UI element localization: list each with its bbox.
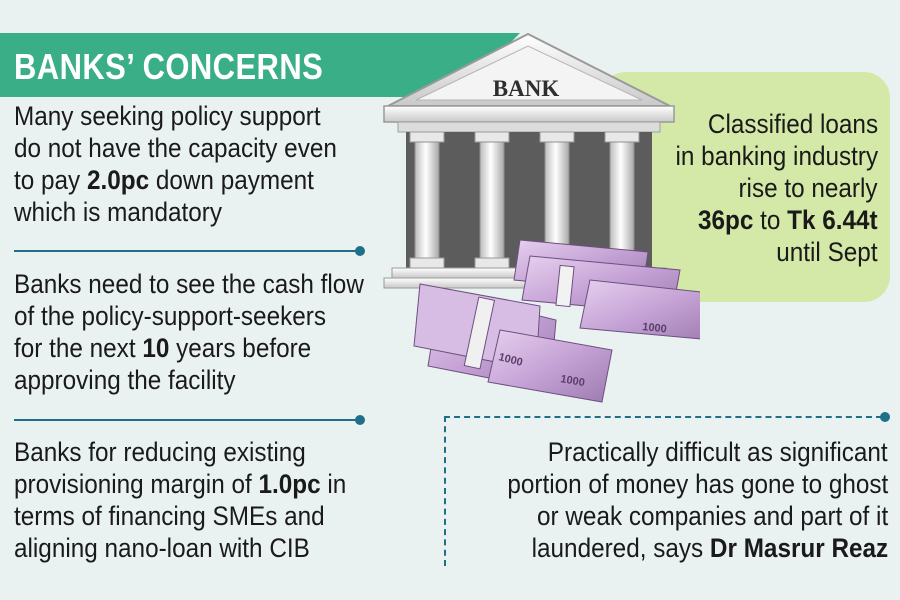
quote-divider [444,416,882,418]
quote-line-1: Practically difficult as significant [548,437,888,467]
concern-3-line-3: terms of financing SMEs and [14,501,325,531]
stat-line-4: 36pc to Tk 6.44t [698,205,878,235]
bank-illustration: 1000 1000 1000 BANK [380,30,721,410]
stat-line-1: Classified loans [707,109,878,139]
quote-line-4: laundered, says Dr Masrur Reaz [531,533,888,563]
concern-2-line-1: Banks need to see the cash flow [14,269,364,299]
quote-divider-dot [880,412,890,422]
concern-2-line-3: for the next 10 years before [14,333,312,363]
provisioning-margin-value: 1.0pc [258,469,321,499]
concern-1-line-1: Many seeking policy support [14,101,321,131]
divider-2-dot [355,415,365,425]
down-payment-value: 2.0pc [86,165,150,195]
divider-1 [14,250,359,252]
divider-1-dot [355,246,365,256]
classified-loan-amount: Tk 6.44t [787,205,878,235]
bank-sign-text: BANK [493,76,560,101]
concern-2-line-4: approving the facility [14,365,236,395]
concern-3-line-4: aligning nano-loan with CIB [14,533,310,563]
concern-1-line-2: do not have the capacity even [14,133,337,163]
concern-2-line-2: of the policy-support-seekers [14,301,327,331]
stat-line-3: rise to nearly [738,173,878,203]
stat-line-2: in banking industry [675,141,878,171]
quote-line-3: or weak companies and part of it [536,501,888,531]
page-title: BANKS’ CONCERNS [14,46,324,87]
note-value-label: 1000 [642,321,668,335]
years-value: 10 [142,333,170,363]
quote-author: Dr Masrur Reaz [709,533,888,563]
classified-loan-percent: 36pc [698,205,754,235]
concern-1-line-4: which is mandatory [14,197,222,227]
concern-3-line-1: Banks for reducing existing [14,437,306,467]
stat-line-5: until Sept [776,237,878,267]
quote-line-2: portion of money has gone to ghost [507,469,888,499]
divider-2 [14,419,359,421]
quote-divider-vertical [444,416,446,566]
note-value-label: 1000 [497,351,524,369]
note-value-label: 1000 [559,373,585,389]
bank-building-icon: 1000 1000 1000 BANK [383,32,721,403]
concern-1-line-3: to pay 2.0pc down payment [14,165,314,195]
concern-3-line-2: provisioning margin of 1.0pc in [14,469,347,499]
